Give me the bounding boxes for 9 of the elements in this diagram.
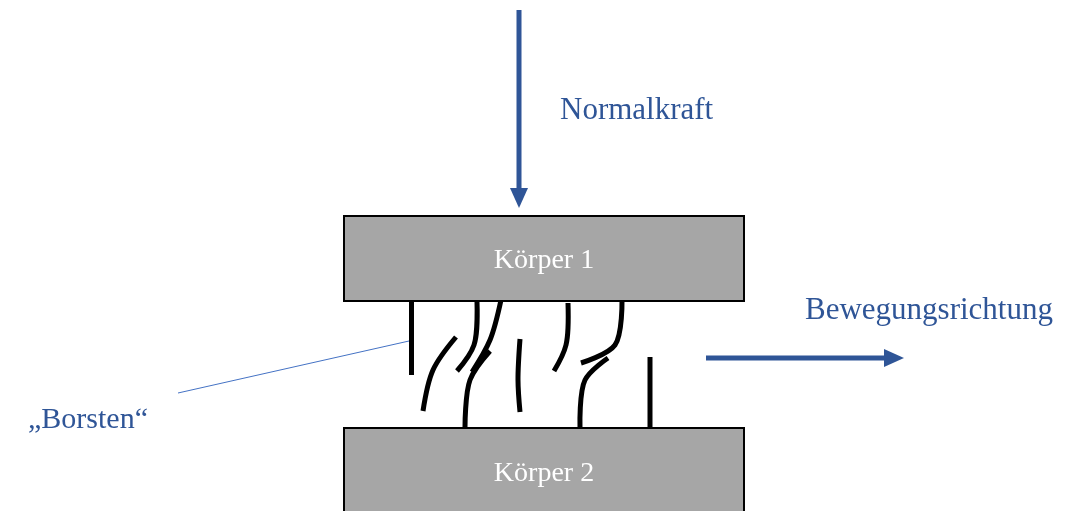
body-block bbox=[343, 427, 745, 511]
body-label: Körper 2 bbox=[493, 456, 595, 488]
body-block bbox=[343, 215, 745, 302]
leader-line bbox=[177, 340, 410, 394]
bristle bbox=[409, 301, 414, 375]
annotation-label: Bewegungsrichtung bbox=[805, 292, 1053, 327]
body-label: Körper 1 bbox=[493, 242, 595, 275]
annotation-label: Normalkraft bbox=[560, 92, 714, 127]
callout-label: „Borsten“ bbox=[28, 401, 148, 435]
